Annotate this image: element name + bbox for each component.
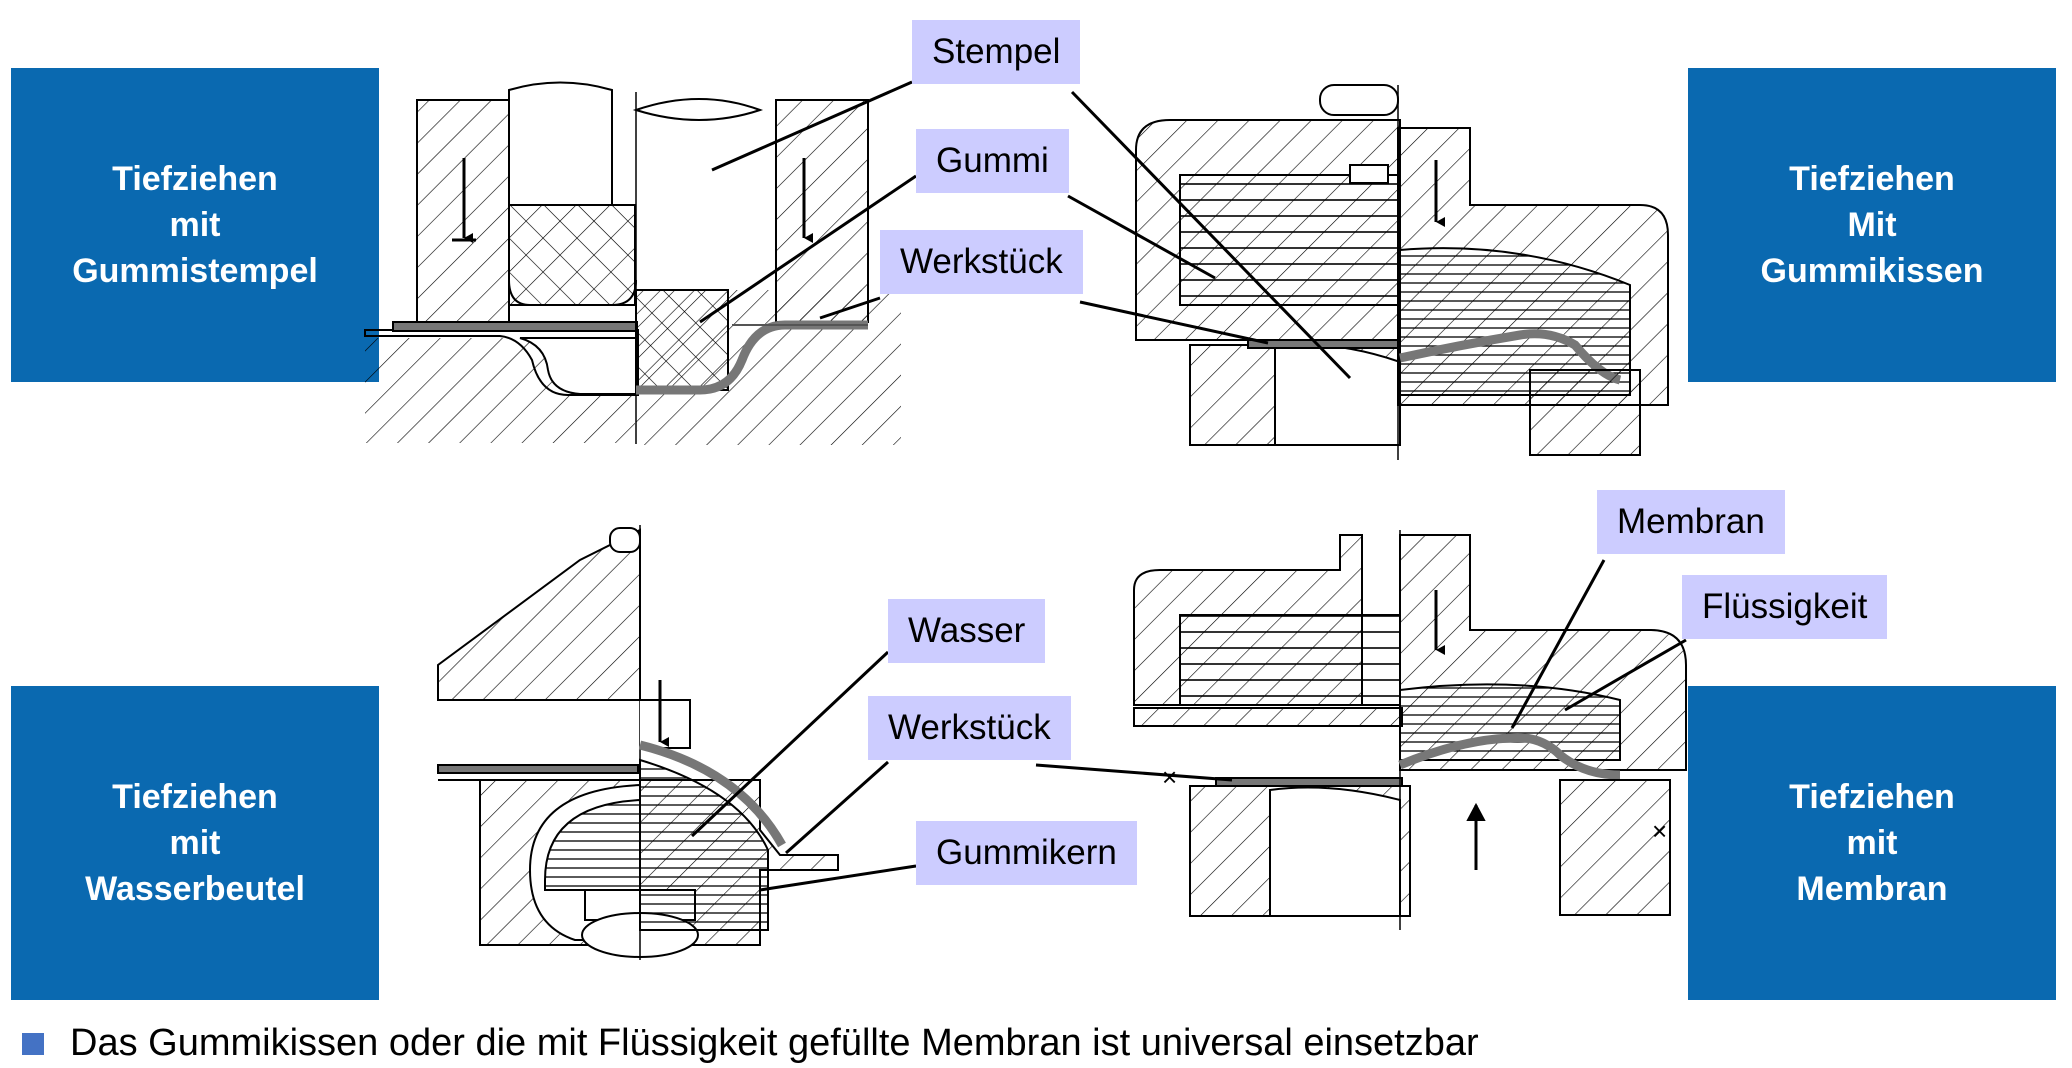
label-membran: Membran [1597,490,1785,554]
panel-line: Tiefziehen [1789,778,1955,816]
label-fluessigkeit: Flüssigkeit [1682,575,1888,639]
panel-line: Wasserbeutel [85,870,305,908]
panel-line: Tiefziehen [1789,160,1955,198]
svg-text:×: × [1652,816,1667,846]
drawing-gummistempel [364,80,917,445]
label-gummikern: Gummikern [916,821,1137,885]
label-gummi: Gummi [916,129,1069,193]
svg-text:×: × [1162,762,1177,792]
panel-line: mit [1846,824,1898,862]
label-wasser: Wasser [888,599,1046,663]
panel-line: Tiefziehen [112,160,278,198]
panel-line: Membran [1796,870,1948,908]
label-werkstueck-bottom: Werkstück [868,696,1071,760]
rubber-block-left [508,204,636,306]
panel-gummistempel: Tiefziehen mit Gummistempel [11,68,379,382]
panel-line: Tiefziehen [112,778,278,816]
panel-line: mit [169,824,221,862]
panel-line: Gummistempel [72,252,318,290]
panel-gummikissen: Tiefziehen Mit Gummikissen [1688,68,2056,382]
drawing-membran: × × [1035,530,1687,930]
hatched-tool-right [775,99,869,323]
label-stempel: Stempel [912,20,1081,84]
footer-text: Das Gummikissen oder die mit Flüssigkeit… [70,1022,1479,1064]
panel-wasserbeutel: Tiefziehen mit Wasserbeutel [11,686,379,1000]
panel-membran: Tiefziehen mit Membran [1688,686,2056,1000]
drawing-gummikissen [1067,84,1669,460]
drawing-wasserbeutel [437,525,917,960]
footer-bullet: Das Gummikissen oder die mit Flüssigkeit… [22,1022,1479,1065]
square-bullet-icon [22,1032,44,1055]
panel-line: mit [169,206,221,244]
label-werkstueck-top: Werkstück [880,230,1083,294]
panel-line: Gummikissen [1760,252,1984,290]
panel-line: Mit [1847,206,1897,244]
